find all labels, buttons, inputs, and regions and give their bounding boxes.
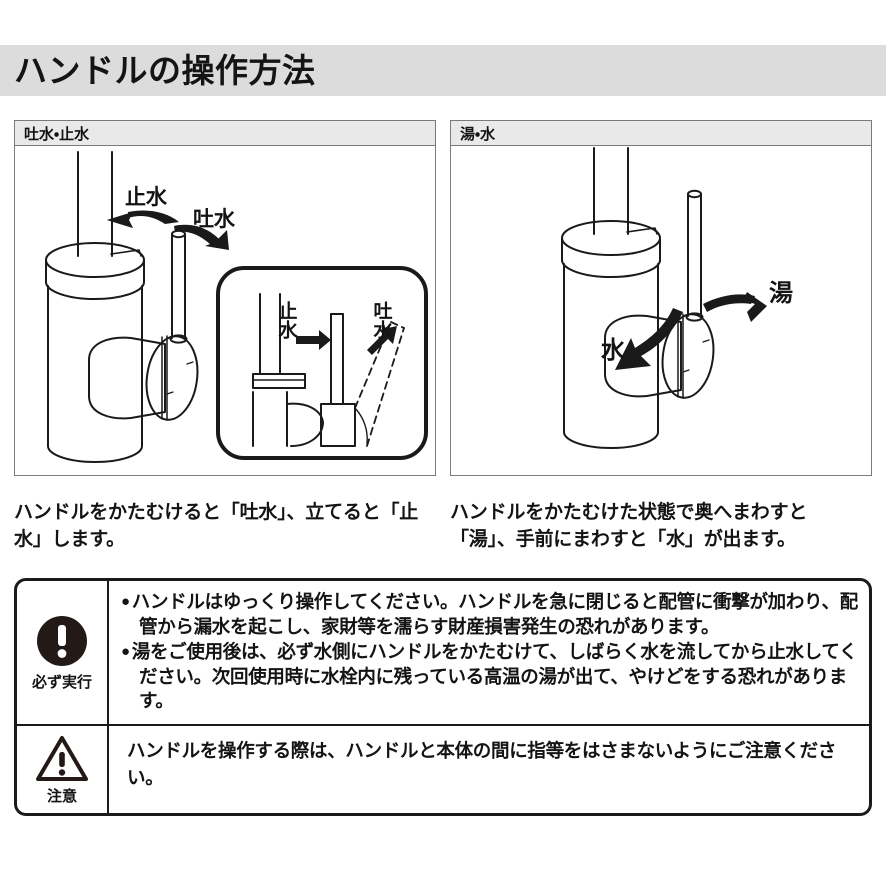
inset-stop-water-arrow-icon (296, 330, 331, 350)
notice-icon-cell-mandatory: 必ず実行 (17, 581, 109, 724)
discharge-water-label: 吐水 (193, 208, 236, 231)
faucet-tilt-illustration: 止水 吐水 (45, 151, 428, 463)
panel-header-hot-cold: 湯・水 (450, 120, 872, 146)
notice-text-cell-caution: ハンドルを操作する際は、ハンドルと本体の間に指等をはさまないようにご注意ください… (109, 726, 869, 813)
caution-text: ハンドルを操作する際は、ハンドルと本体の間に指等をはさまないようにご注意ください… (127, 739, 837, 788)
page-title: ハンドルの操作方法 (14, 52, 316, 89)
rotate-to-cold-arrow-icon (615, 308, 683, 370)
panel-captions: ハンドルをかたむけると「吐水」、立てると「止水」します。 ハンドルをかたむけた状… (14, 500, 872, 554)
panel-hot-cold: 湯・水 (450, 120, 872, 476)
notice-icon-cell-caution: 注意 (17, 725, 109, 813)
caution-triangle-icon (36, 735, 88, 781)
stop-water-arrow-icon (107, 210, 179, 228)
inset-discharge-water-label: 吐水 (371, 301, 394, 339)
stop-water-label: 止水 (125, 186, 168, 209)
panel-discharge-stop: 吐水・止水 (14, 120, 436, 476)
rotate-to-hot-arrow-icon (703, 292, 767, 322)
notice-text-cell-mandatory: ハンドルはゆっくり操作してください。ハンドルを急に閉じると配管に衝撃が加わり、配… (109, 581, 869, 724)
discharge-water-arrow-icon (174, 224, 229, 250)
faucet-rotate-illustration: 水 湯 (561, 147, 793, 449)
page-title-band: ハンドルの操作方法 (0, 45, 886, 96)
panel-body-discharge-stop: 止水 吐水 (14, 146, 436, 476)
panel-header-label: 吐水・止水 (24, 125, 90, 143)
panel-body-hot-cold: 水 湯 (450, 146, 872, 476)
illustration-panels: 吐水・止水 (14, 120, 872, 476)
caution-icon-label: 注意 (46, 787, 77, 805)
notice-row-mandatory: 必ず実行 ハンドルはゆっくり操作してください。ハンドルを急に閉じると配管に衝撃が… (17, 581, 869, 724)
mandatory-action-icon (37, 615, 87, 666)
notice-box: 必ず実行 ハンドルはゆっくり操作してください。ハンドルを急に閉じると配管に衝撃が… (14, 578, 872, 816)
caption-discharge-stop: ハンドルをかたむけると「吐水」、立てると「止水」します。 (14, 502, 419, 550)
cold-water-label: 水 (600, 337, 626, 364)
notice-bullet: 湯をご使用後は、必ず水側にハンドルをかたむけて、しばらく水を流してから止水してく… (121, 640, 859, 714)
panel-header-label: 湯・水 (460, 125, 496, 143)
hot-water-label: 湯 (769, 280, 793, 307)
inset-stop-water-label: 止水 (276, 301, 299, 339)
inset-discharge-water-arrow-icon (367, 326, 397, 355)
inset-detail-box: 止水 吐水 (216, 266, 428, 460)
panel-header-discharge-stop: 吐水・止水 (14, 120, 436, 146)
mandatory-icon-label: 必ず実行 (31, 673, 92, 691)
caption-hot-cold: ハンドルをかたむけた状態で奥へまわすと「湯」、手前にまわすと「水」が出ます。 (450, 502, 808, 550)
notice-bullet: ハンドルはゆっくり操作してください。ハンドルを急に閉じると配管に衝撃が加わり、配… (121, 590, 859, 639)
notice-row-caution: 注意 ハンドルを操作する際は、ハンドルと本体の間に指等をはさまないようにご注意く… (17, 723, 869, 813)
